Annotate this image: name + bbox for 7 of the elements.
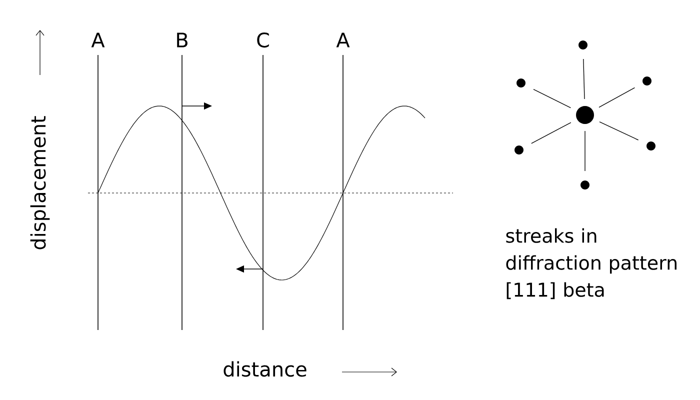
line-label: B — [177, 32, 188, 48]
line-label: A — [91, 32, 105, 48]
caption-text: streaks in diffraction pattern [111] beta — [506, 228, 676, 300]
line-label: C — [257, 32, 269, 48]
axis-label: distance — [224, 361, 306, 377]
line-label: A — [336, 32, 350, 48]
axis-label: displacement — [30, 116, 50, 250]
